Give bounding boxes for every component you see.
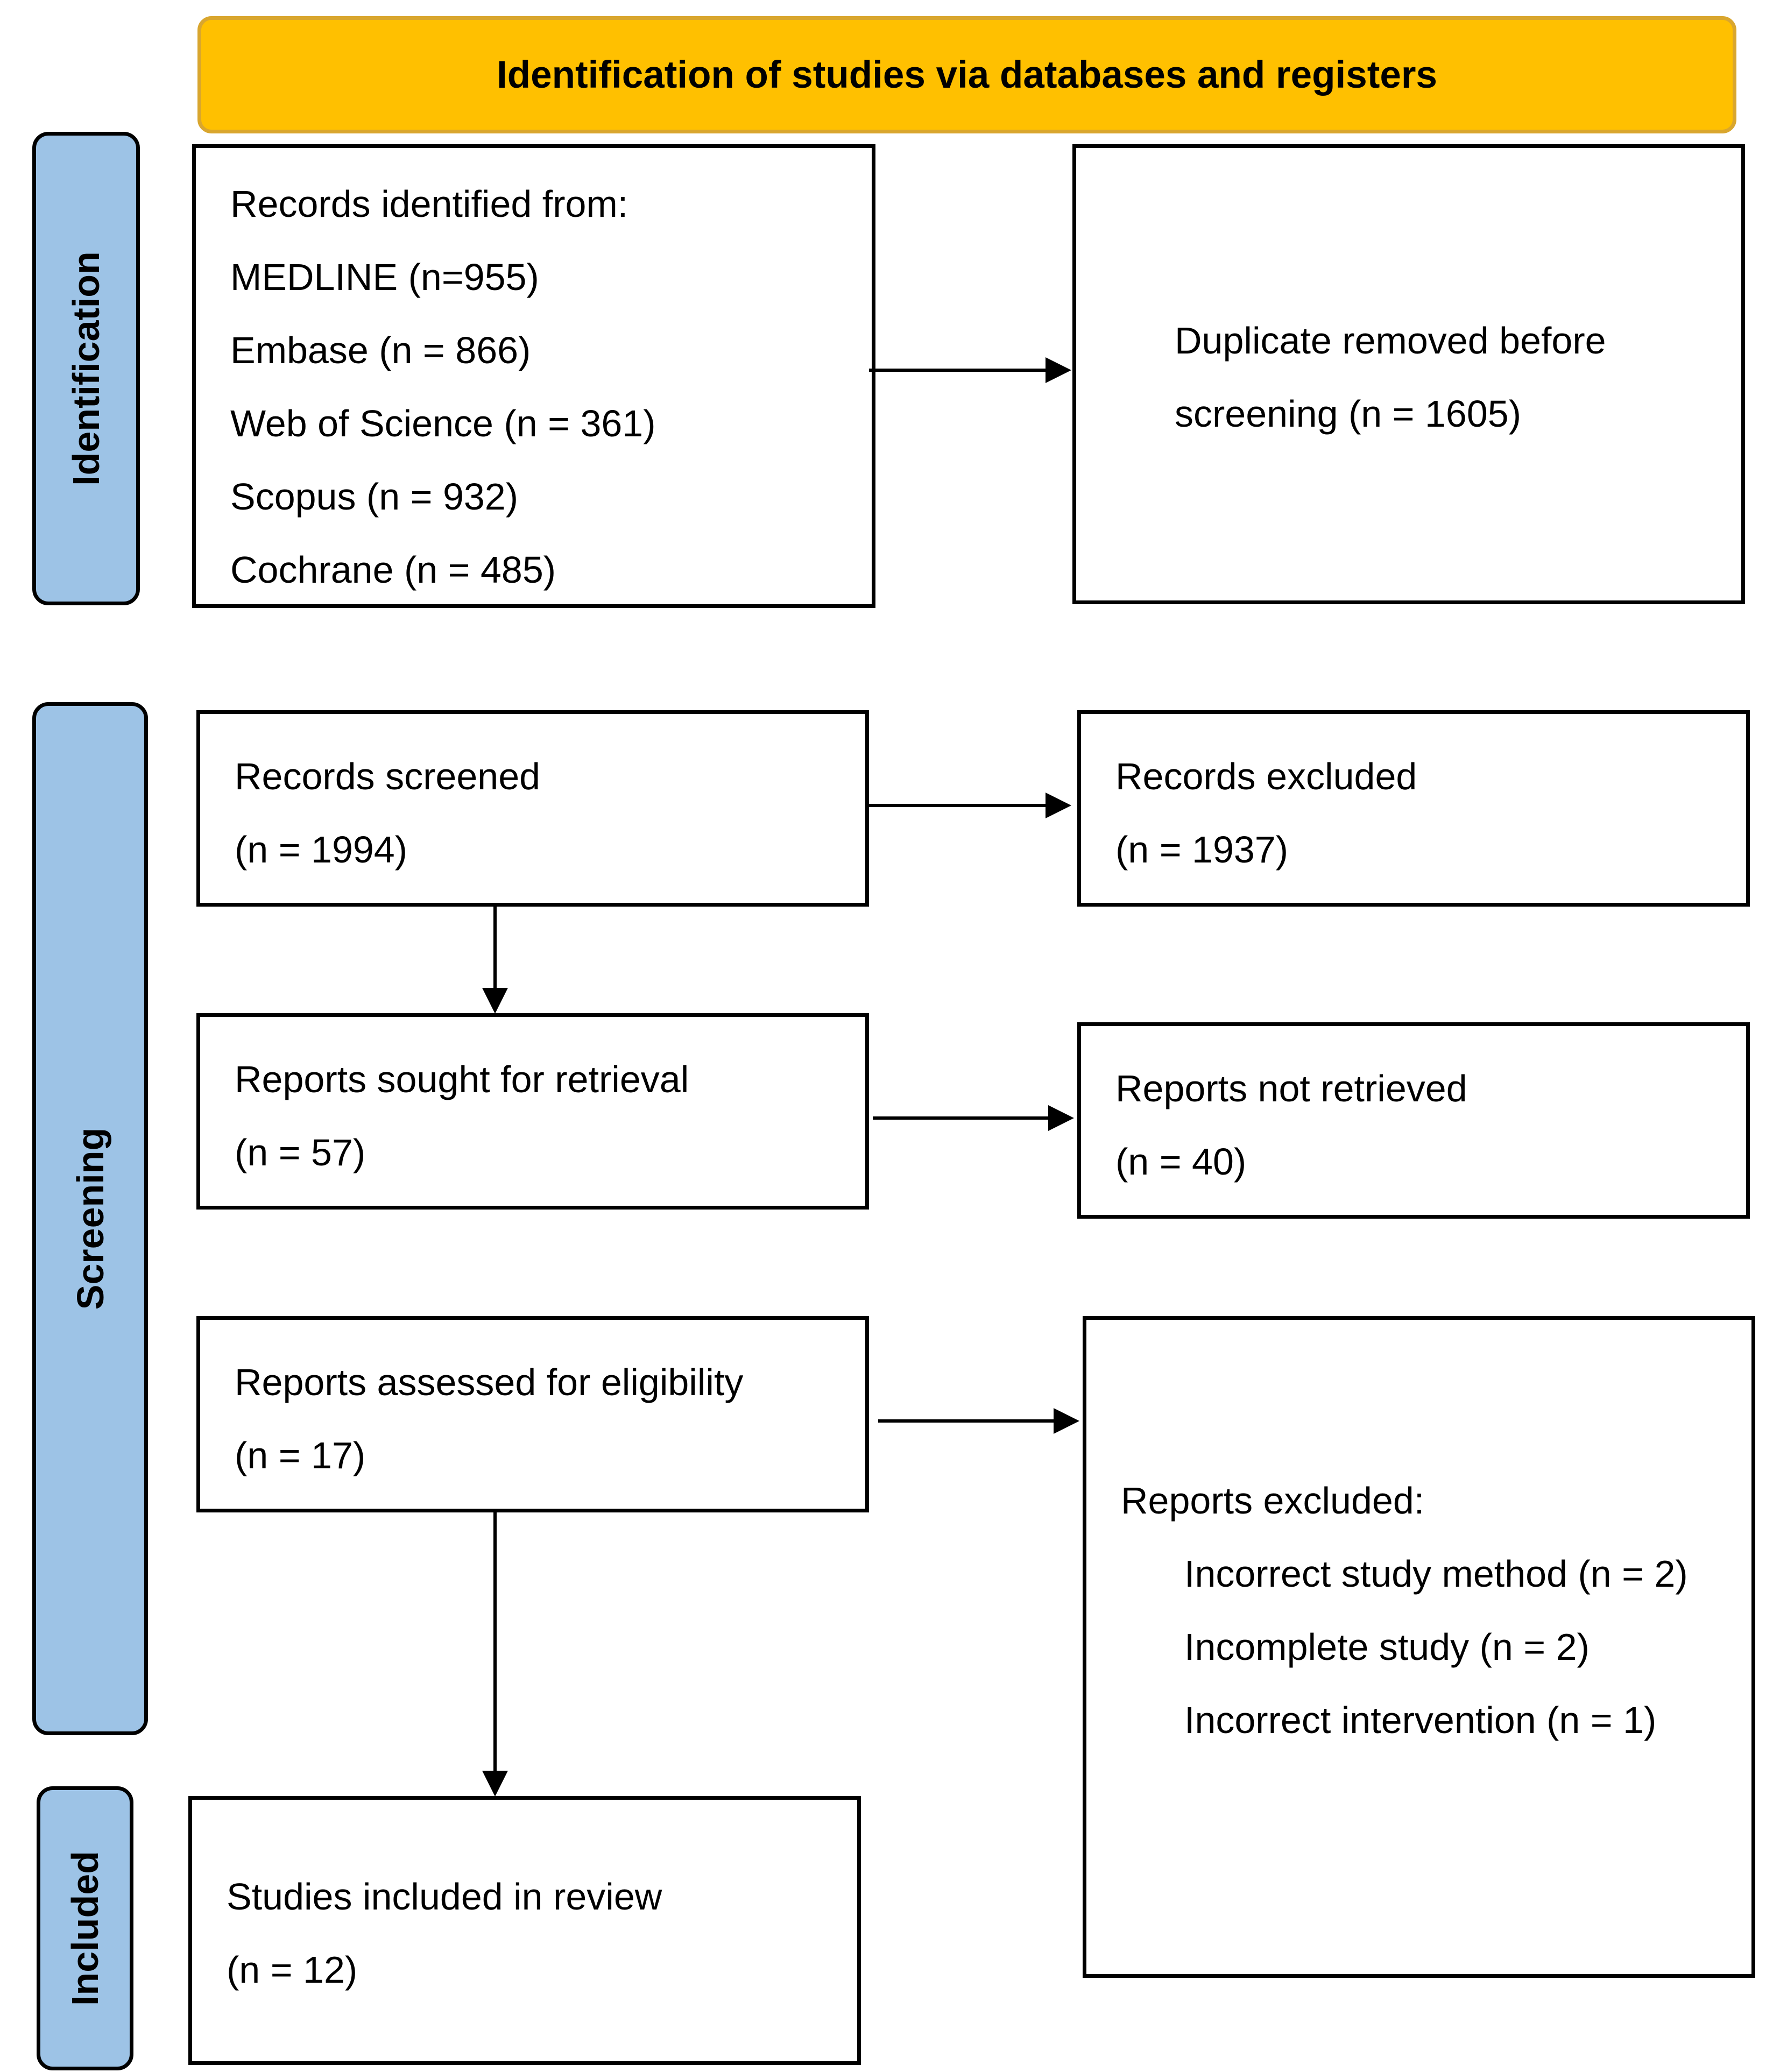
- duplicates-line-2: screening (n = 1605): [1175, 393, 1522, 435]
- phase-screening: Screening: [32, 702, 148, 1735]
- reports-excluded-heading: Reports excluded:: [1121, 1480, 1425, 1522]
- reports-assessed-label: Reports assessed for eligibility: [235, 1361, 744, 1403]
- exclusion-reason: Incorrect study method (n = 2): [1184, 1553, 1688, 1595]
- reports-not-retrieved-count: (n = 40): [1115, 1141, 1247, 1183]
- phase-identification: Identification: [32, 132, 140, 605]
- duplicates-word-3: before: [1499, 320, 1606, 362]
- records-identified-box: Records identified from: MEDLINE (n=955)…: [192, 144, 875, 608]
- exclusion-reason: Incorrect intervention (n = 1): [1184, 1699, 1657, 1741]
- reports-not-retrieved-box: Reports not retrieved (n = 40): [1077, 1022, 1750, 1219]
- reports-sought-label: Reports sought for retrieval: [235, 1058, 689, 1100]
- duplicates-word-2: removed: [1342, 320, 1489, 362]
- reports-assessed-count: (n = 17): [235, 1434, 366, 1476]
- records-excluded-box: Records excluded (n = 1937): [1077, 710, 1750, 907]
- records-screened-label: Records screened: [235, 755, 541, 797]
- phase-included-label: Included: [64, 1851, 106, 2006]
- source-embase: Embase (n = 866): [230, 329, 531, 371]
- duplicates-line-1: Duplicate removed before: [1175, 304, 1708, 377]
- exclusion-reason: Incomplete study (n = 2): [1184, 1626, 1590, 1668]
- reports-assessed-box: Reports assessed for eligibility (n = 17…: [196, 1316, 869, 1512]
- phase-identification-label: Identification: [65, 251, 107, 486]
- reports-sought-box: Reports sought for retrieval (n = 57): [196, 1013, 869, 1210]
- records-screened-count: (n = 1994): [235, 829, 408, 871]
- records-excluded-count: (n = 1937): [1115, 829, 1289, 871]
- records-screened-box: Records screened (n = 1994): [196, 710, 869, 907]
- source-cochrane: Cochrane (n = 485): [230, 549, 556, 591]
- studies-included-label: Studies included in review: [227, 1876, 662, 1918]
- header-title: Identification of studies via databases …: [497, 53, 1437, 96]
- studies-included-count: (n = 12): [227, 1949, 358, 1991]
- phase-screening-label: Screening: [69, 1127, 111, 1310]
- records-excluded-label: Records excluded: [1115, 755, 1417, 797]
- source-medline: MEDLINE (n=955): [230, 256, 539, 298]
- source-web-of-science: Web of Science (n = 361): [230, 402, 656, 444]
- duplicates-word-1: Duplicate: [1175, 320, 1332, 362]
- reports-not-retrieved-label: Reports not retrieved: [1115, 1067, 1467, 1109]
- studies-included-box: Studies included in review (n = 12): [188, 1796, 861, 2065]
- duplicates-removed-box: Duplicate removed before screening (n = …: [1072, 144, 1745, 604]
- phase-included: Included: [37, 1786, 133, 2070]
- source-scopus: Scopus (n = 932): [230, 476, 519, 518]
- reports-sought-count: (n = 57): [235, 1132, 366, 1173]
- reports-excluded-box: Reports excluded: Incorrect study method…: [1083, 1316, 1755, 1978]
- records-identified-heading: Records identified from:: [230, 183, 628, 225]
- header-banner: Identification of studies via databases …: [197, 16, 1736, 133]
